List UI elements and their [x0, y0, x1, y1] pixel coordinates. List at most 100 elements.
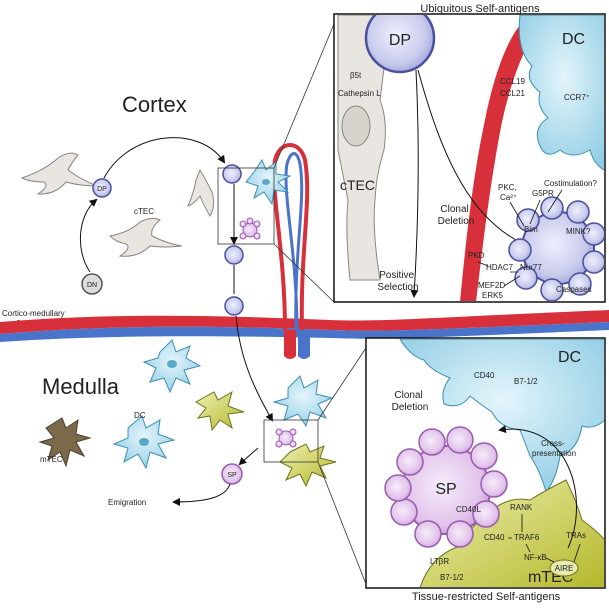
positive-selection-line2: Selection — [377, 282, 418, 293]
zoom-line-4 — [317, 461, 367, 585]
dc-cell-medulla-3 — [272, 375, 334, 428]
arrow-to-medulla — [235, 315, 273, 422]
inset-b5t: β5t — [350, 71, 362, 80]
dc-label-left: DC — [134, 411, 146, 420]
medulla-label: Medulla — [42, 374, 120, 399]
inset-aire: AIRE — [555, 564, 574, 573]
inset-pkd: PKD — [468, 251, 485, 260]
vessel-stub-vein — [298, 330, 310, 359]
zoom-line-1 — [273, 23, 335, 169]
clonal-deletion-top-line2: Deletion — [438, 216, 475, 227]
inset-cd40b: CD40 — [484, 533, 505, 542]
inset-ccr7: CCR7⁺ — [564, 93, 590, 102]
arrow-cross-presentation — [498, 425, 577, 549]
inset-top-vessel — [460, 15, 548, 301]
inset-ltbr: LTβR — [430, 557, 449, 566]
signal-arrows-bottom — [508, 514, 581, 563]
cortex-zoom-box — [217, 167, 275, 245]
top-caption: Ubiquitous Self-antigens — [420, 3, 540, 15]
arrow-dn-to-dp — [79, 198, 98, 273]
loop-vessel-blue — [284, 152, 304, 331]
dn-cell — [81, 273, 103, 295]
inset-cd40l: CD40L — [456, 505, 481, 514]
inset-ctec-label: cTEC — [340, 177, 375, 193]
dc-nucleus-medulla-1 — [167, 360, 177, 368]
inset-mef2d: MEF2D — [478, 281, 505, 290]
inset-g5pr: G5PR — [532, 189, 554, 198]
emigration-label: Emigration — [108, 498, 146, 507]
dp-cell-cortex — [222, 164, 242, 184]
zoom-line-3 — [317, 347, 367, 421]
arrow-emigration — [172, 483, 231, 506]
mtec-cell-green — [195, 390, 245, 432]
inset-nfkb: NF-κB — [524, 553, 547, 562]
ctec-shape-2 — [108, 217, 183, 257]
inset-caspases: Caspases — [556, 285, 592, 294]
apoptotic-cell-medulla — [275, 428, 297, 448]
inset-top-apoptotic-cell — [508, 196, 604, 301]
mtec-cell-cluster — [279, 443, 337, 488]
inset-pkc: PKC, — [498, 183, 517, 192]
inset-ccl21: CCL21 — [500, 89, 525, 98]
dp-label-left: DP — [97, 186, 107, 193]
aire-bubble — [549, 559, 579, 577]
inset-top-dc-label: DC — [562, 31, 585, 48]
junction-line1: Cortico-medullary — [2, 309, 65, 318]
inset-bottom-dc-label: DC — [558, 349, 581, 366]
inset-erk5: ERK5 — [482, 291, 503, 300]
inset-costimulation: Costimulation? — [544, 179, 597, 188]
inset-top-dp-cell — [364, 15, 436, 74]
main-vessel-artery — [0, 310, 609, 334]
inset-bottom: DC CD40 B7-1/2 mTEC LTβR B7-1/2 RANK CD4… — [365, 337, 606, 589]
ctec-shape-3 — [187, 168, 215, 217]
bottom-caption: Tissue-restricted Self-antigens — [412, 591, 561, 603]
inset-top-dp-label: DP — [389, 32, 411, 49]
loop-vessel-red — [271, 143, 310, 331]
inset-traf6: TRAF6 — [514, 533, 540, 542]
inset-ctec-nucleus — [341, 105, 371, 147]
clonal-deletion-top-line1: Clonal — [440, 204, 468, 215]
apoptotic-cell-cortex — [239, 217, 261, 240]
sp-label-left: SP — [227, 472, 237, 479]
dp-cell-cortex-2 — [224, 245, 244, 265]
inset-ctec-shape — [337, 15, 391, 281]
cross-presentation-line2: presentation — [532, 449, 576, 458]
inset-bottom-cd40: CD40 — [474, 371, 495, 380]
clonal-deletion-bottom-line2: Deletion — [392, 402, 429, 413]
positive-selection-line1: Positive — [379, 270, 414, 281]
inset-clonal-deletion-bottom: Clonal Deletion — [392, 390, 429, 413]
inset-cross-presentation: Cross- presentation — [532, 439, 576, 458]
inset-bottom-sp-cell — [384, 426, 508, 548]
medulla-zoom-box — [263, 419, 319, 463]
inset-bottom-sp-label: SP — [435, 481, 456, 498]
inset-bottom-dc — [399, 339, 604, 494]
dc-nucleus-cortex — [262, 179, 270, 185]
inset-tras: TRAs — [566, 531, 586, 540]
vessel-stub — [284, 330, 296, 359]
inset-top: β5t Cathepsin L cTEC DC CCR7⁺ CCL19 CCL2… — [333, 13, 606, 303]
mtec-label-left: mTEC — [40, 455, 63, 464]
arrow-positive-selection — [410, 69, 419, 298]
mtec-cell-brown — [38, 417, 92, 468]
inset-ca: Ca²⁺ — [500, 193, 517, 202]
ctec-shape-1 — [20, 152, 99, 195]
signal-arrows-top — [477, 189, 563, 287]
inset-rank: RANK — [510, 503, 533, 512]
dp-cell-junction — [224, 296, 244, 316]
inset-ccl19: CCL19 — [500, 77, 525, 86]
inset-bottom-b712: B7-1/2 — [514, 377, 538, 386]
inset-top-dc — [518, 15, 604, 171]
zoom-line-2 — [273, 243, 335, 303]
inset-cathepsin: Cathepsin L — [338, 89, 381, 98]
inset-mink: MINK? — [566, 227, 591, 236]
dc-nucleus-medulla-2 — [139, 438, 149, 446]
inset-positive-selection: Positive Selection — [377, 270, 418, 293]
inset-b712b: B7-1/2 — [440, 573, 464, 582]
arrow-to-sp — [238, 447, 259, 466]
inset-hdac7: HDAC7 — [486, 263, 514, 272]
inset-clonal-deletion-top: Clonal Deletion — [438, 204, 475, 227]
inset-nur77: Nur77 — [520, 263, 542, 272]
arrow-dp-to-cortex — [103, 137, 226, 179]
